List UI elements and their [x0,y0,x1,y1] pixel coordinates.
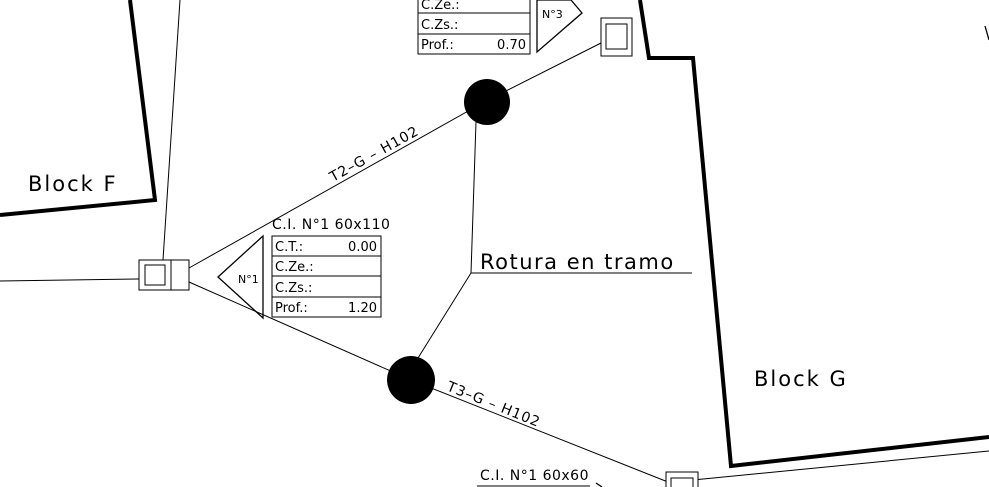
pipe-t2-label: T2–G – H102 [326,123,422,186]
chamber-1-title: C.I. N°1 60x110 [272,217,390,233]
pipe-t3-label: T3–G – H102 [444,378,543,430]
chamber-3-symbol[interactable] [600,17,633,57]
chamber-1-marker [217,234,264,320]
chamber-3-prof-value: 0.70 [497,38,526,53]
chamber-3-prof-label: Prof.: [421,38,454,53]
block-f-outline [0,0,158,217]
break-point-upper[interactable] [464,79,510,125]
chamber-3-marker [536,0,583,54]
chamber-3-czs-label: C.Zs.: [421,18,458,33]
pipe-t2 [188,100,487,269]
break-label: Rotura en tramo [480,250,675,274]
line-upper [162,0,181,261]
chamber-1-prof-value: 1.20 [348,301,377,316]
chamber-1-cze-label: C.Ze.: [275,260,314,275]
block-f-label: Block F [28,172,118,196]
chamber-1-ct-label: C.T.: [275,240,303,255]
pipe-t3-lower [410,379,669,483]
break-point-lower[interactable] [387,356,435,404]
block-g-label: Block G [754,367,848,391]
chamber-bottom-symbol[interactable] [665,471,699,487]
chamber-1-symbol[interactable] [138,259,190,291]
line-left [0,278,140,282]
block-g-outline [638,0,989,469]
chamber-bottom-title: C.I. N°1 60x60 [480,468,589,484]
chamber-3-marker-text: N°3 [542,8,563,21]
break-leader [417,121,477,359]
chamber-bottom-marker [595,482,603,487]
line-right [692,450,989,481]
offscreen-glyph [984,25,989,41]
pipe-t3 [188,281,412,381]
chamber-1-prof-label: Prof.: [275,301,308,316]
chamber-1-table: C.T.: 0.00 C.Ze.: C.Zs.: Prof.: 1.20 [271,235,382,318]
chamber-1-marker-text: N°1 [238,273,259,286]
chamber-1-czs-label: C.Zs.: [275,281,312,296]
chamber-3-table: C.Ze.: C.Zs.: Prof.: 0.70 [417,0,531,55]
chamber-3-cze-label: C.Ze.: [421,0,460,13]
chamber-1-ct-value: 0.00 [348,240,377,255]
